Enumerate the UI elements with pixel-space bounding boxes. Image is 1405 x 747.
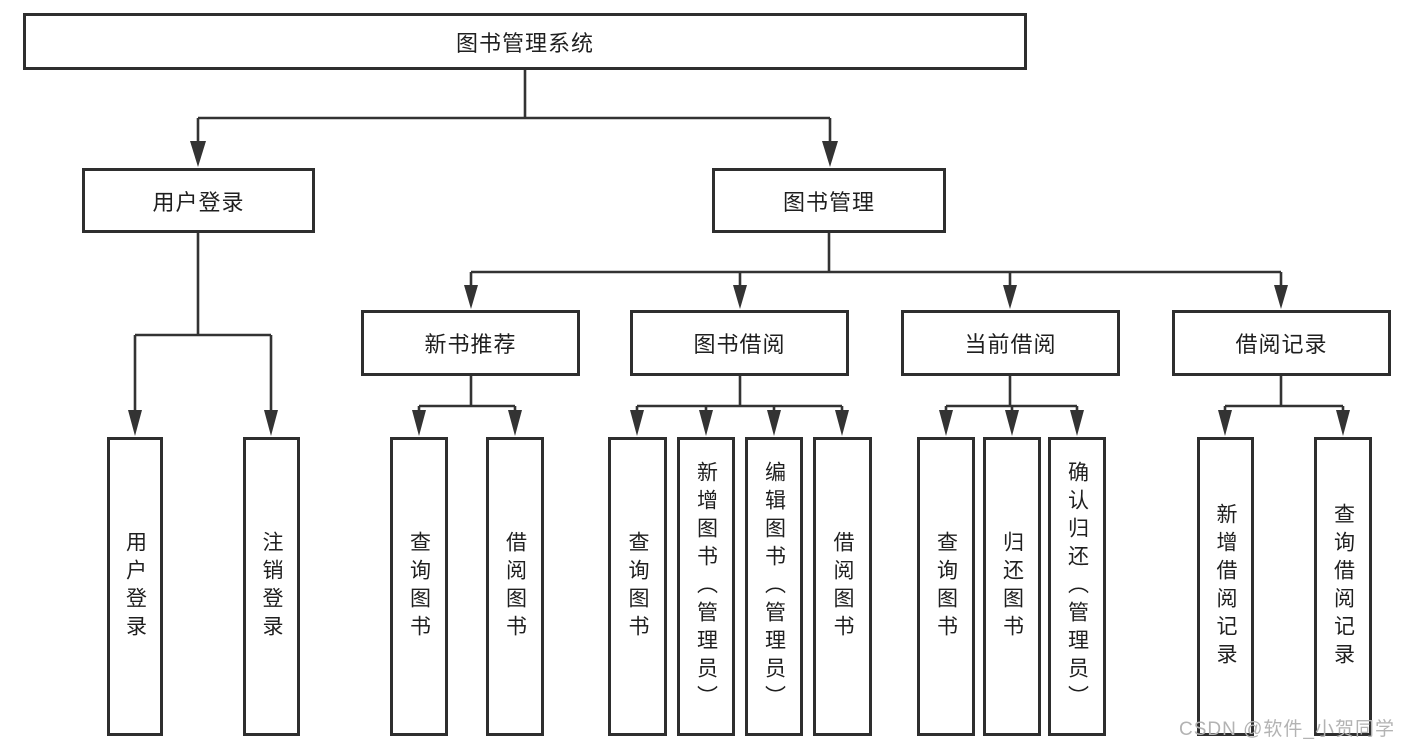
node-new-book-recommendation: 新书推荐 — [361, 310, 580, 376]
node-root: 图书管理系统 — [23, 13, 1027, 70]
node-user-login-branch-label: 用户登录 — [152, 189, 245, 215]
leaf-query-borrow-record-label: 查询借阅记录 — [1331, 502, 1355, 671]
leaf-recommend-query-books-label: 查询图书 — [407, 530, 431, 643]
node-current-borrowing-label: 当前借阅 — [964, 332, 1057, 357]
node-current-borrowing: 当前借阅 — [901, 310, 1120, 376]
leaf-add-borrow-record: 新增借阅记录 — [1197, 437, 1254, 736]
leaf-logout-label: 注销登录 — [260, 530, 283, 643]
leaf-borrow-books: 借阅图书 — [813, 437, 872, 736]
csdn-watermark: CSDN @软件_小贺同学 — [1179, 719, 1395, 740]
leaf-return-books-label: 归还图书 — [1000, 530, 1024, 643]
leaf-query-borrow-record: 查询借阅记录 — [1314, 437, 1372, 736]
leaf-add-books-admin: 新增图书（管理员） — [677, 437, 735, 736]
leaf-borrow-query-books-label: 查询图书 — [626, 530, 649, 643]
leaf-borrow-query-books: 查询图书 — [608, 437, 667, 736]
node-book-management: 图书管理 — [712, 168, 946, 233]
leaf-current-query-books: 查询图书 — [917, 437, 975, 736]
node-book-borrowing: 图书借阅 — [630, 310, 849, 376]
leaf-user-login: 用户登录 — [107, 437, 163, 736]
leaf-edit-books-admin: 编辑图书（管理员） — [745, 437, 803, 736]
leaf-edit-books-admin-label: 编辑图书（管理员） — [762, 460, 786, 713]
leaf-add-books-admin-label: 新增图书（管理员） — [694, 460, 718, 713]
leaf-recommend-query-books: 查询图书 — [390, 437, 448, 736]
node-root-label: 图书管理系统 — [455, 30, 594, 56]
leaf-recommend-borrow-books-label: 借阅图书 — [503, 530, 527, 643]
leaf-logout: 注销登录 — [243, 437, 300, 736]
node-borrowing-records: 借阅记录 — [1172, 310, 1391, 376]
node-user-login-branch: 用户登录 — [82, 168, 315, 233]
leaf-recommend-borrow-books: 借阅图书 — [486, 437, 544, 736]
leaf-user-login-label: 用户登录 — [123, 530, 147, 643]
leaf-return-books: 归还图书 — [983, 437, 1041, 736]
leaf-confirm-return-admin: 确认归还（管理员） — [1048, 437, 1106, 736]
node-book-borrowing-label: 图书借阅 — [693, 332, 786, 357]
leaf-add-borrow-record-label: 新增借阅记录 — [1214, 502, 1237, 671]
node-book-management-label: 图书管理 — [782, 189, 875, 215]
leaf-confirm-return-admin-label: 确认归还（管理员） — [1065, 460, 1089, 713]
node-new-book-recommendation-label: 新书推荐 — [424, 332, 517, 357]
node-borrowing-records-label: 借阅记录 — [1235, 332, 1328, 357]
leaf-current-query-books-label: 查询图书 — [934, 530, 958, 643]
leaf-borrow-books-label: 借阅图书 — [831, 530, 854, 643]
